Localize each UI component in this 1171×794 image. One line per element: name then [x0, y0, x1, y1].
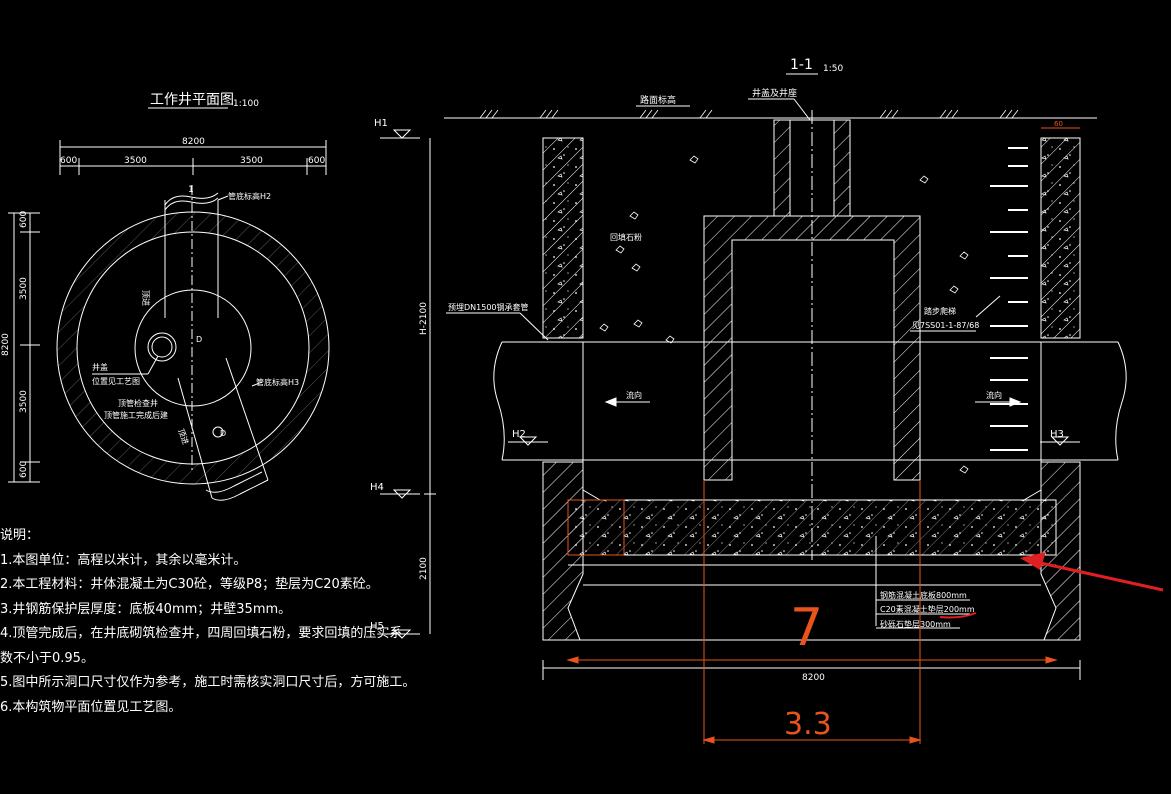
plan-view: 工作井平面图 1:100 8200 600 3500 3500 600 8200…: [1, 92, 330, 501]
markup-annotations: 7 3.3: [566, 480, 1058, 744]
plan-pipe-h2-label: 管底标高H2: [228, 191, 271, 201]
ladder-ref: 见7SS01-1-87/68: [912, 321, 979, 330]
level-h3: H3: [1050, 429, 1064, 440]
plan-section-mark: 1: [188, 185, 194, 195]
note-4b: 数不小于0.95。: [0, 650, 94, 666]
note-2: 2.本工程材料：井体混凝土为C30砼，等级P8；垫层为C20素砼。: [0, 577, 379, 592]
plan-small-circle: [147, 332, 177, 362]
layer-2-label: C20素混凝土垫层200mm: [880, 604, 975, 614]
section-dim-top-right: 60: [1054, 120, 1063, 128]
ladder-label: 踏步爬梯: [924, 306, 956, 316]
section-height-lower: 2100: [419, 557, 429, 580]
layer-3-label: 砂砾石垫层300mm: [880, 619, 951, 629]
plan-dim-seg-1: 600: [60, 156, 77, 166]
annot-small: 3.3: [784, 707, 832, 742]
horizontal-pipe: [493, 341, 1127, 462]
plan-dim-seg-4: 600: [308, 156, 325, 166]
plan-dim-v-seg-4: 600: [19, 461, 29, 478]
section-scale: 1:50: [823, 64, 843, 74]
flow-right-label: 流向: [986, 390, 1002, 400]
level-h5: H5: [370, 621, 384, 632]
plan-dir-label-1: 顶进: [141, 290, 150, 306]
plan-valve-label: 顶管检查井: [118, 398, 158, 408]
plan-title: 工作井平面图: [150, 92, 234, 108]
plan-dim-v-total: 8200: [1, 333, 11, 356]
section-view: 1-1 1:50 路面标高 井盖及井座 H1 H4 H5 H2: [370, 57, 1127, 683]
section-pipe-label: 预埋DN1500钢承套管: [448, 302, 529, 312]
plan-dim-total: 8200: [182, 137, 205, 147]
notes: 说明： 1.本图单位：高程以米计，其余以毫米计。 2.本工程材料：井体混凝土为C…: [0, 524, 416, 720]
section-ground-label: 路面标高: [640, 94, 676, 106]
ladder-steps: [990, 147, 1028, 451]
plan-valve-label-2: 顶管施工完成后建: [104, 410, 168, 420]
riser-right: [833, 119, 851, 217]
note-5: 5.图中所示洞口尺寸仅作为参考，施工时需核实洞口尺寸后，方可施工。: [0, 675, 416, 690]
backfill-stones: [599, 155, 969, 474]
section-title: 1-1: [790, 57, 813, 73]
plan-dim-seg-3: 3500: [240, 156, 263, 166]
notes-heading: 说明：: [0, 528, 40, 543]
level-markers: H1 H4 H5 H2 H3: [370, 118, 1080, 639]
note-4: 4.顶管完成后，在井底砌筑检查井，四周回填石粉，要求回填的压实系: [0, 626, 403, 641]
plan-well-label: 井盖: [92, 362, 108, 372]
note-6: 6.本构筑物平面位置见工艺图。: [0, 699, 182, 715]
plan-dim-d: D: [196, 335, 202, 344]
section-dim-bottom: 8200: [802, 673, 825, 683]
plan-dim-v-seg-3: 3500: [19, 390, 29, 413]
annot-big: 7: [790, 598, 823, 658]
plan-well-label-2: 位置见工艺图: [92, 376, 140, 386]
level-h2: H2: [512, 429, 526, 440]
svg-text:D: D: [220, 429, 226, 438]
note-3: 3.井钢筋保护层厚度：底板40mm；井壁35mm。: [0, 601, 292, 617]
level-h1: H1: [374, 118, 388, 129]
red-arrow: [1020, 552, 1164, 592]
plan-scale: 1:100: [233, 99, 259, 109]
flow-left-label: 流向: [626, 390, 642, 400]
note-1: 1.本图单位：高程以米计，其余以毫米计。: [0, 552, 247, 568]
level-h4: H4: [370, 482, 384, 493]
inner-chamber: [703, 215, 921, 481]
plan-pipe-h3-label: 管底标高H3: [256, 377, 299, 387]
plan-dir-label-2: 顶进: [176, 428, 190, 446]
section-cover-label: 井盖及井座: [752, 87, 797, 99]
plan-dim-seg-2: 3500: [124, 156, 147, 166]
plan-well-circle: [134, 289, 252, 407]
plan-dim-v-seg-1: 600: [19, 211, 29, 228]
section-height-upper: H-2100: [419, 302, 429, 335]
riser-left: [773, 119, 791, 217]
backfill-label: 回填石粉: [610, 232, 642, 242]
plan-dim-v-seg-2: 3500: [19, 277, 29, 300]
layer-1-label: 钢筋混凝土底板800mm: [880, 590, 967, 600]
